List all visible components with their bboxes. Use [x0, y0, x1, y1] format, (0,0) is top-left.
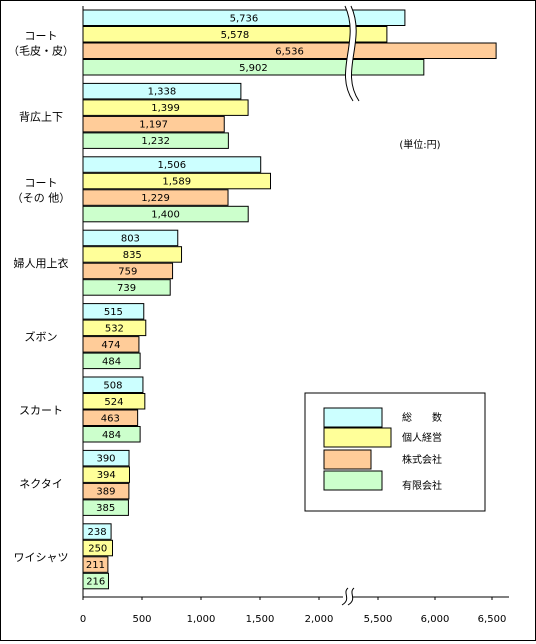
bar-3-3 [82, 189, 229, 206]
legend-swatch [323, 470, 383, 491]
bar-1-1 [82, 9, 406, 26]
bar-1-5 [82, 303, 145, 320]
bar-3-8 [82, 556, 109, 573]
bar-value-label: 508 [103, 380, 122, 391]
bar-value-label: 1,589 [162, 177, 191, 188]
x-tick-label: 1,500 [246, 614, 275, 625]
legend-label: 有限会社 [402, 479, 442, 492]
axis-break-line [344, 5, 354, 102]
category-label: スカート [19, 404, 63, 417]
category-label: ネクタイ [19, 477, 63, 490]
bar-value-label: 390 [96, 454, 115, 465]
bar-value-label: 394 [97, 470, 116, 481]
bar-value-label: 389 [96, 487, 115, 498]
bar-2-2 [82, 99, 249, 116]
bar-2-6 [82, 393, 146, 410]
x-tick-label: 6,000 [421, 614, 450, 625]
bar-value-label: 1,232 [141, 136, 170, 147]
bar-value-label: 532 [105, 323, 124, 334]
x-tick-label: 0 [80, 614, 86, 625]
bar-3-6 [82, 409, 139, 426]
bar-value-label: 5,578 [221, 30, 250, 41]
category-label: 婦人用上衣 [14, 256, 69, 270]
bar-value-label: 759 [118, 266, 137, 277]
category-label: ズボン [25, 330, 58, 344]
bar-4-1 [82, 59, 425, 76]
bar-value-label: 1,229 [141, 193, 170, 204]
bar-4-2 [82, 132, 229, 149]
bar-value-label: 250 [88, 544, 107, 555]
bar-value-label: 474 [101, 340, 120, 351]
bar-value-label: 385 [96, 503, 115, 514]
axis-break-line [347, 587, 355, 606]
bar-value-label: 803 [121, 233, 140, 244]
bar-2-5 [82, 319, 147, 337]
bar-3-5 [82, 336, 140, 353]
bar-4-5 [82, 352, 141, 370]
unit-label: (単位:円) [399, 138, 440, 151]
bar-value-label: 1,506 [158, 160, 187, 171]
legend-swatch [323, 449, 372, 470]
bar-value-label: 5,736 [230, 13, 259, 24]
axis-break-gap [345, 6, 359, 101]
bar-2-1 [82, 26, 388, 43]
bar-2-7 [82, 466, 130, 483]
bar-value-label: 515 [104, 307, 123, 318]
axis-break-line [350, 5, 360, 102]
bar-4-6 [82, 426, 141, 443]
bar-3-7 [82, 482, 130, 500]
bar-value-label: 1,197 [139, 120, 168, 131]
legend-label: 個人経営 [402, 431, 442, 444]
category-label: 背広上下 [19, 109, 63, 123]
x-tick-label: 1,000 [187, 614, 216, 625]
bar-value-label: 484 [102, 430, 121, 441]
bar-1-2 [82, 82, 242, 100]
bar-value-label: 835 [123, 250, 142, 261]
legend-swatch [323, 427, 392, 448]
bar-4-4 [82, 279, 171, 296]
bar-value-label: 524 [104, 397, 123, 408]
category-label: コート [25, 30, 58, 43]
x-tick-label: 5,500 [364, 614, 393, 625]
bar-4-7 [82, 499, 129, 516]
x-tick-label: 2,000 [305, 614, 334, 625]
x-tick-label: 500 [132, 614, 151, 625]
bar-1-3 [82, 156, 262, 173]
bar-value-label: 1,399 [151, 103, 180, 114]
bar-value-label: 5,902 [239, 63, 268, 74]
bar-1-4 [82, 229, 179, 247]
x-tick-label: 6,500 [478, 614, 507, 625]
bar-value-label: 238 [87, 527, 106, 538]
bar-3-4 [82, 262, 174, 280]
bar-2-4 [82, 246, 183, 263]
bar-value-label: 216 [86, 577, 105, 588]
legend-label: 株式会社 [402, 453, 442, 466]
axis-break-line [341, 587, 349, 606]
category-label: コート [25, 176, 58, 189]
bar-2-3 [82, 172, 272, 190]
bar-1-8 [82, 523, 112, 540]
category-label: （毛皮・皮） [8, 45, 74, 58]
bar-value-label: 1,400 [151, 210, 180, 221]
bar-value-label: 6,536 [275, 46, 304, 57]
bar-4-3 [82, 205, 249, 223]
legend-label: 総 数 [402, 411, 442, 424]
bar-value-label: 484 [102, 356, 121, 367]
bar-3-2 [82, 115, 225, 133]
bar-value-label: 739 [117, 283, 136, 294]
axis-break-gap [343, 596, 353, 600]
bar-value-label: 463 [101, 413, 120, 424]
legend-swatch [323, 407, 383, 428]
bar-4-8 [82, 572, 109, 590]
bar-1-6 [82, 376, 144, 393]
category-label: ワイシャツ [14, 551, 69, 564]
bar-3-1 [82, 42, 497, 59]
bar-value-label: 211 [86, 560, 105, 571]
bar-value-label: 1,338 [148, 87, 177, 98]
bar-1-7 [82, 449, 130, 467]
bar-2-8 [82, 539, 113, 557]
category-label: （その 他） [12, 191, 71, 204]
